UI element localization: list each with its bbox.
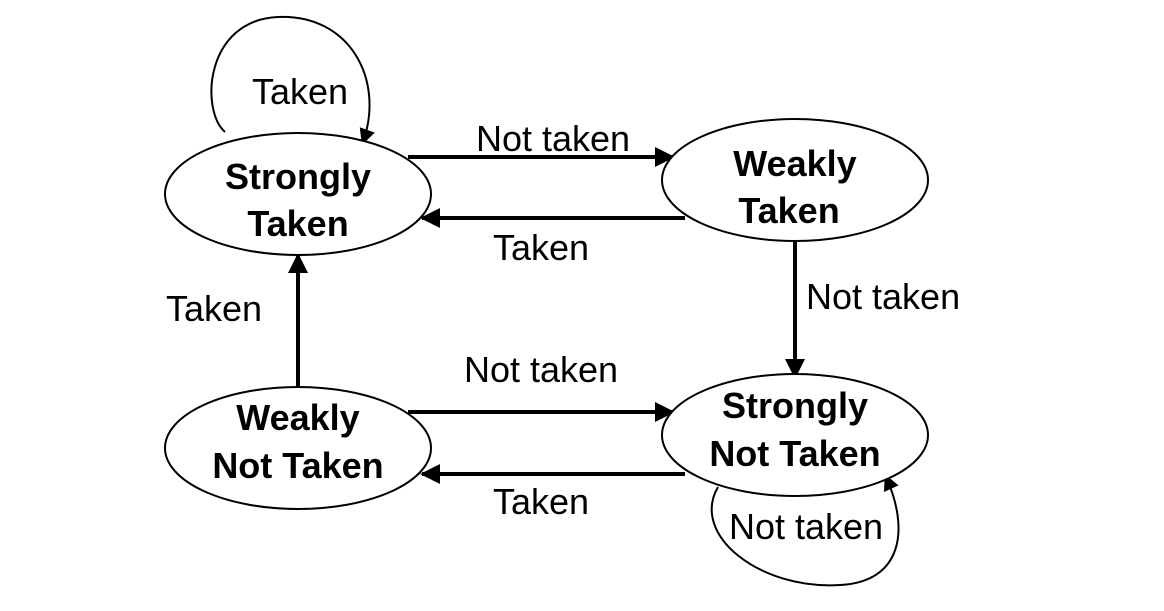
- state-strongly-taken-line-1: Strongly: [225, 156, 371, 197]
- state-weakly-not-taken-line-1: Weakly: [236, 397, 359, 438]
- self-loop-strongly-taken: [210, 15, 375, 146]
- state-strongly-taken-line-2: Taken: [247, 203, 348, 244]
- self-loop-strongly-not-taken: [710, 474, 900, 587]
- label-weakly-taken-to-strongly-taken: Taken: [493, 227, 589, 268]
- label-strongly-not-taken-to-weakly-not-taken: Taken: [493, 481, 589, 522]
- label-weakly-taken-to-strongly-not-taken: Not taken: [806, 276, 960, 317]
- state-weakly-not-taken: Weakly Not Taken: [164, 386, 432, 510]
- state-weakly-not-taken-line-2: Not Taken: [212, 445, 383, 486]
- state-weakly-taken: Weakly Taken: [661, 118, 929, 242]
- label-weakly-not-taken-to-strongly-taken: Taken: [166, 288, 262, 329]
- state-strongly-not-taken: Strongly Not Taken: [661, 373, 929, 497]
- label-strongly-not-taken-self: Not taken: [729, 506, 883, 547]
- state-strongly-taken: Strongly Taken: [164, 132, 432, 256]
- label-strongly-taken-to-weakly-taken: Not taken: [476, 118, 630, 159]
- state-strongly-not-taken-line-1: Strongly: [722, 385, 868, 426]
- state-weakly-taken-line-2: Taken: [738, 190, 839, 231]
- label-strongly-taken-self: Taken: [252, 71, 348, 112]
- state-strongly-not-taken-line-2: Not Taken: [709, 433, 880, 474]
- label-weakly-not-taken-to-strongly-not-taken: Not taken: [464, 349, 618, 390]
- state-weakly-taken-line-1: Weakly: [733, 143, 856, 184]
